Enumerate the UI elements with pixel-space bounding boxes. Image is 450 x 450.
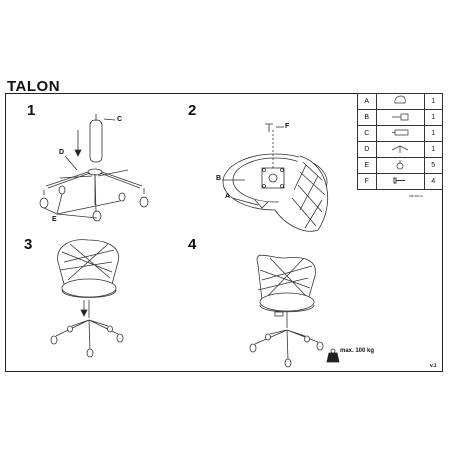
parts-row: C 1 <box>357 125 444 142</box>
callout-c: C <box>117 116 123 123</box>
page-title: TALON <box>7 78 61 95</box>
part-qty: 1 <box>423 93 444 110</box>
callout-d: D <box>59 149 65 156</box>
part-letter: D <box>357 141 377 158</box>
mechanism-icon <box>375 109 425 126</box>
step4-chair-drawing <box>249 254 324 368</box>
seat-icon <box>375 93 425 110</box>
instructions-frame <box>5 93 443 372</box>
part-letter: E <box>357 157 377 174</box>
part-qty: 1 <box>423 109 444 126</box>
parts-row: D 1 <box>357 141 444 158</box>
part-letter: A <box>357 93 377 110</box>
step3-chair-drawing <box>50 239 124 358</box>
gas-lift-icon <box>375 125 425 142</box>
weight-icon <box>326 348 340 363</box>
part-qty: 1 <box>423 141 444 158</box>
part-qty: 4 <box>423 173 444 190</box>
screw-icon <box>375 173 425 190</box>
base-icon <box>375 141 425 158</box>
callout-b: B <box>216 175 222 182</box>
parts-row: B 1 <box>357 109 444 126</box>
parts-row: A 1 <box>357 93 444 110</box>
callout-a: A <box>225 193 231 200</box>
step-4-number: 4 <box>188 236 197 253</box>
part-letter: C <box>357 125 377 142</box>
part-letter: F <box>357 173 377 190</box>
version-text: v.1 <box>430 363 437 369</box>
max-load-text: max. 100 kg <box>340 348 375 354</box>
step2-seat-drawing <box>222 123 329 232</box>
callout-e: E <box>52 216 57 223</box>
step-2-number: 2 <box>188 102 197 119</box>
step-1-number: 1 <box>27 102 36 119</box>
parts-table: A 1 B 1 C 1 D 1 E 5 F 4 <box>357 93 444 190</box>
step-3-number: 3 <box>24 236 33 253</box>
part-qty: 1 <box>423 125 444 142</box>
step1-base-drawing <box>39 114 149 222</box>
callout-f: F <box>285 123 290 130</box>
parts-row: E 5 <box>357 157 444 174</box>
part-qty: 5 <box>423 157 444 174</box>
part-letter: B <box>357 109 377 126</box>
caster-icon <box>375 157 425 174</box>
parts-row: F 4 <box>357 173 444 190</box>
screw-spec: M6×20mm <box>409 194 424 198</box>
